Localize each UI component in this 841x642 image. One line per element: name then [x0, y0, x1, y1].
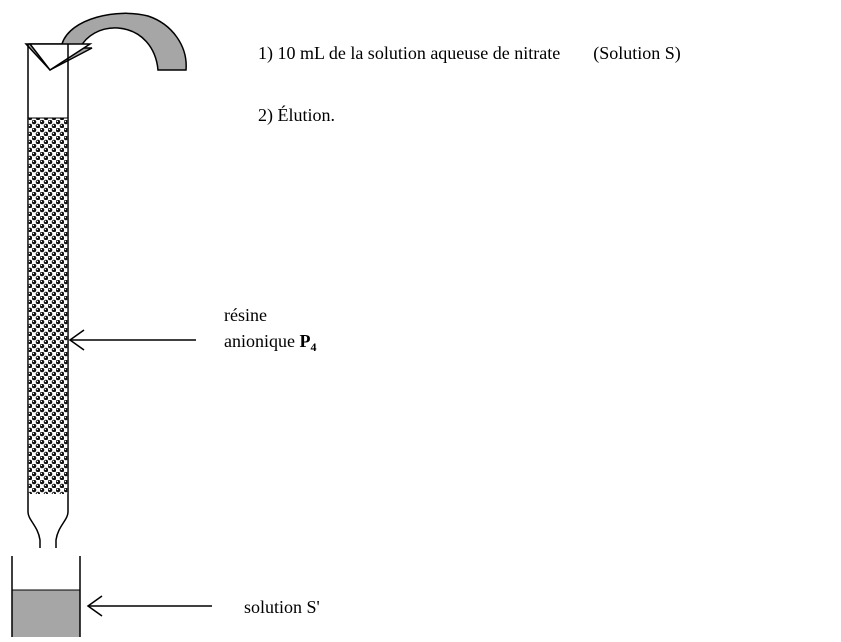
step-1-number: 1)	[258, 43, 273, 63]
curved-arrow-head-icon	[28, 43, 93, 72]
resin-type: anionique	[224, 331, 295, 351]
resin-symbol: P	[299, 331, 311, 351]
resin-label-line2: anionique P4	[224, 330, 316, 358]
step-2-label: 2) Élution.	[258, 104, 335, 126]
step-2-text: Élution.	[277, 105, 336, 125]
step-1-note: (Solution S)	[593, 43, 681, 63]
collected-liquid	[12, 590, 80, 637]
column-outlet	[27, 508, 69, 548]
resin-label-line1: résine	[224, 305, 267, 325]
step-2-number: 2)	[258, 105, 273, 125]
resin-subscript: 4	[310, 340, 317, 354]
step-1-label: 1) 10 mL de la solution aqueuse de nitra…	[258, 42, 681, 64]
outflow-label: solution S'	[244, 597, 320, 617]
resin-bed	[28, 118, 68, 494]
step-1-text: 10 mL de la solution aqueuse de nitrate	[277, 43, 561, 63]
